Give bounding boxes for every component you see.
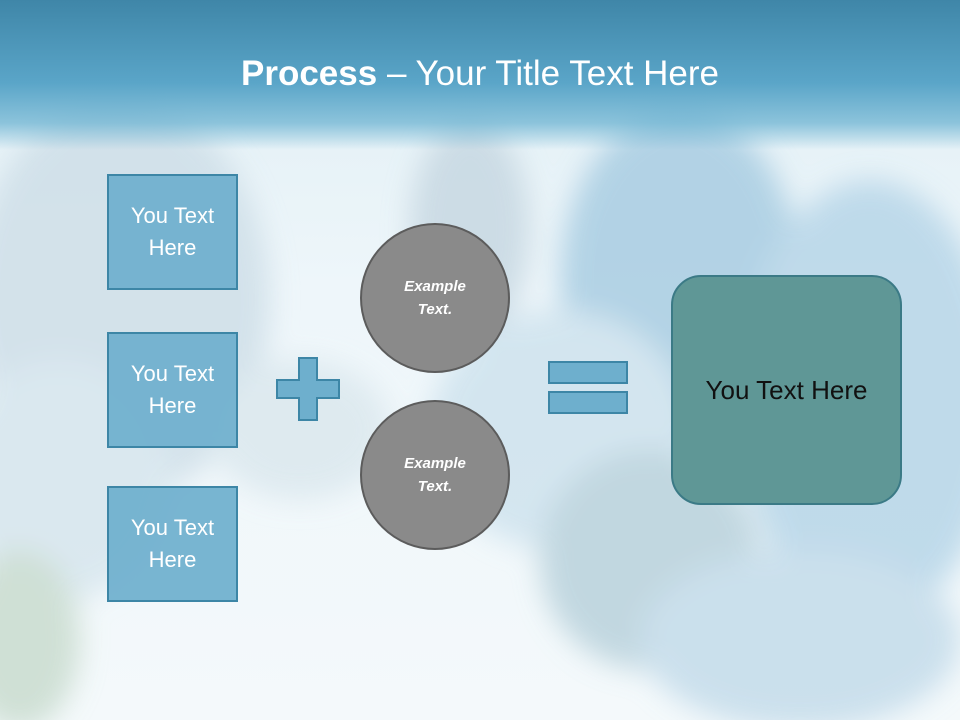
- input-box-1[interactable]: You Text Here: [107, 174, 238, 290]
- input-box-3[interactable]: You Text Here: [107, 486, 238, 602]
- title-rest-part: – Your Title Text Here: [377, 54, 719, 93]
- example-circle-1[interactable]: Example Text.: [360, 223, 510, 373]
- input-box-2[interactable]: You Text Here: [107, 332, 238, 448]
- example-circle-2[interactable]: Example Text.: [360, 400, 510, 550]
- input-box-label: You Text Here: [130, 515, 215, 572]
- result-box[interactable]: You Text Here: [671, 275, 902, 505]
- title-bold-part: Process: [241, 54, 378, 93]
- title-banner: [0, 0, 960, 150]
- input-box-label: You Text Here: [130, 203, 215, 260]
- input-box-label: You Text Here: [130, 361, 215, 418]
- circle-label: Example Text.: [404, 455, 466, 495]
- equals-icon: [548, 361, 628, 414]
- plus-icon: [276, 357, 340, 421]
- slide-title[interactable]: Process – Your Title Text Here: [0, 52, 960, 96]
- result-label: You Text Here: [705, 375, 868, 405]
- circle-label: Example Text.: [404, 278, 466, 318]
